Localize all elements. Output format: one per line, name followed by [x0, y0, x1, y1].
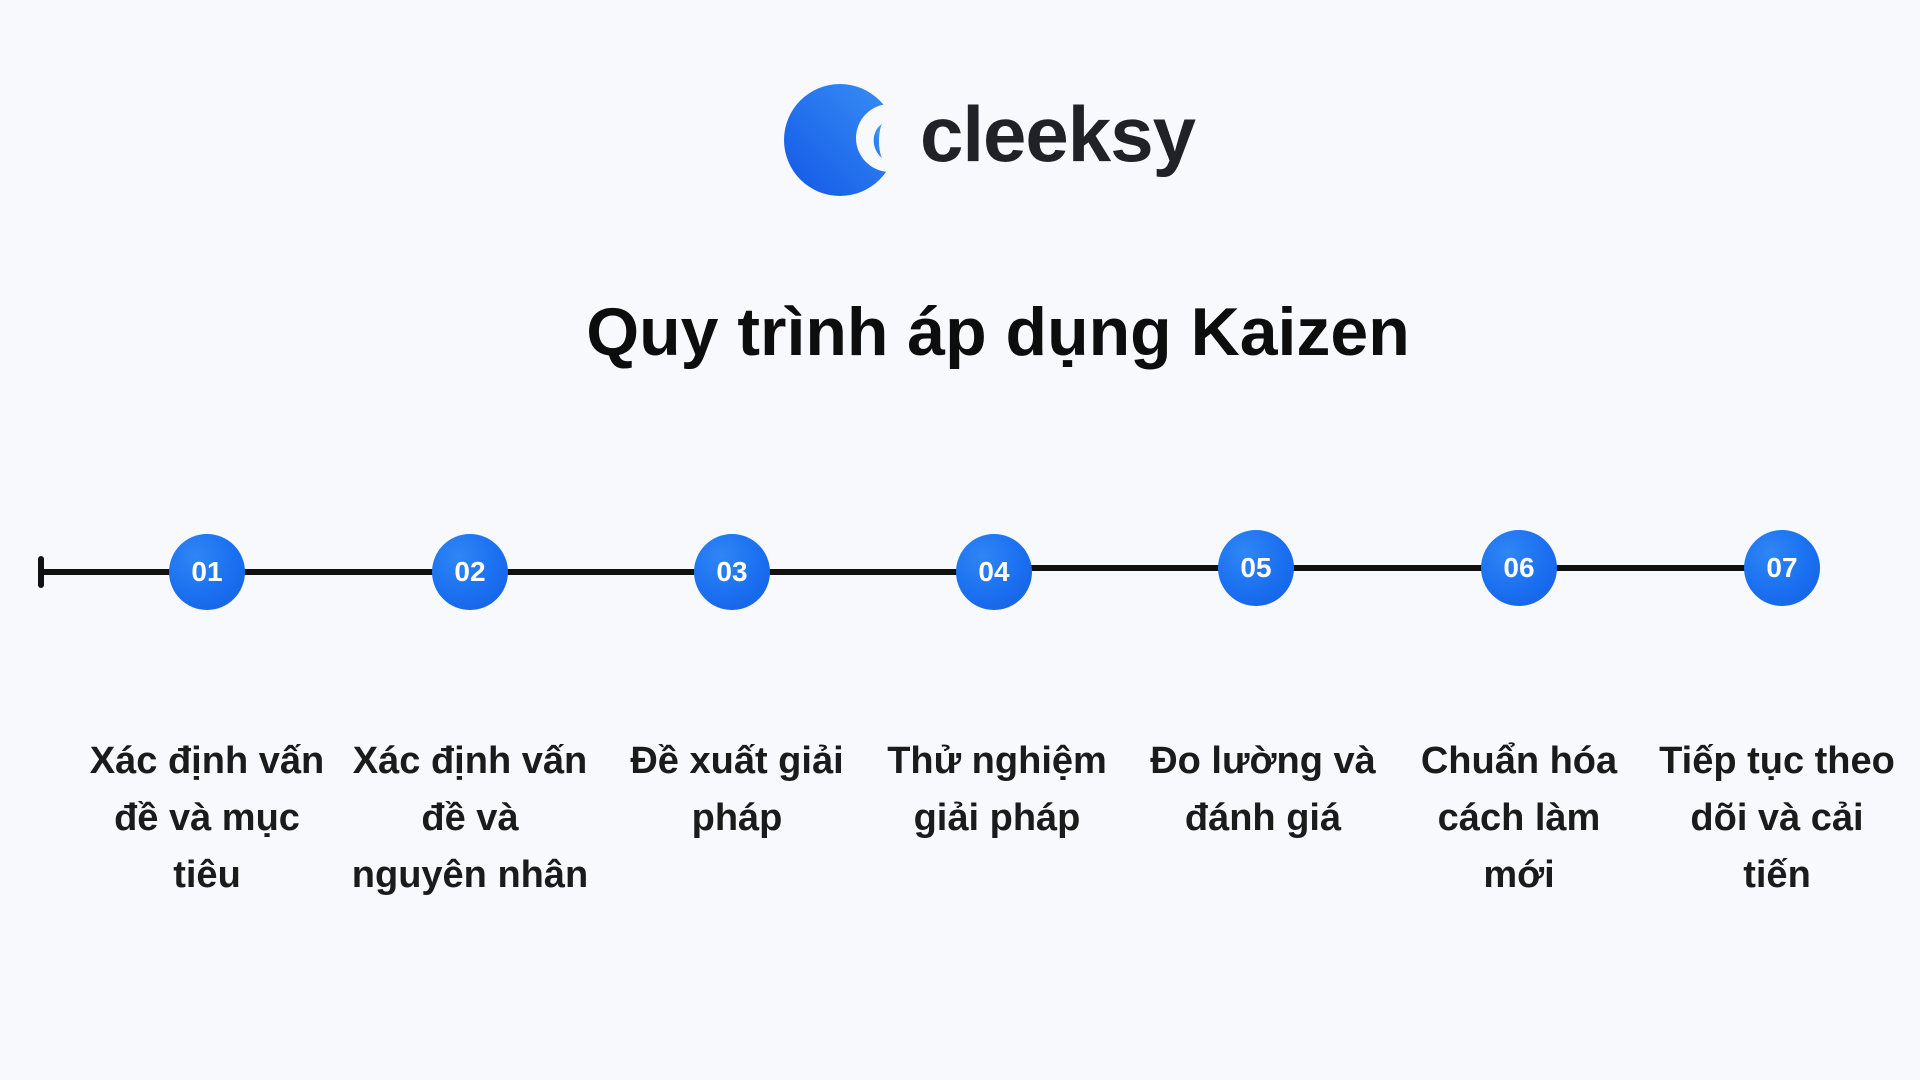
step-label-06: Chuẩn hóa cách làm mới: [1420, 740, 1618, 896]
step-label-02: Xác định vấn đề và nguyên nhân: [351, 740, 589, 896]
step-label-04: Thử nghiệm giải pháp: [887, 740, 1107, 839]
step-badge-05: 05: [1218, 530, 1294, 606]
step-badge-03: 03: [694, 534, 770, 610]
step-badge-04: 04: [956, 534, 1032, 610]
cleeksy-crescent-logo-icon: [784, 84, 896, 196]
step-badge-07: 07: [1744, 530, 1820, 606]
step-badge-02: 02: [432, 534, 508, 610]
brand-logo: cleeksy: [782, 82, 1196, 198]
brand-name: cleeksy: [920, 90, 1196, 178]
step-badge-06: 06: [1481, 530, 1557, 606]
step-badge-01: 01: [169, 534, 245, 610]
step-label-05: Đo lường và đánh giá: [1150, 740, 1376, 839]
step-label-07: Tiếp tục theo dõi và cải tiến: [1659, 740, 1895, 896]
page-title: Quy trình áp dụng Kaizen: [586, 294, 1410, 370]
step-label-03: Đề xuất giải pháp: [630, 740, 844, 839]
step-label-01: Xác định vấn đề và mục tiêu: [89, 740, 325, 896]
